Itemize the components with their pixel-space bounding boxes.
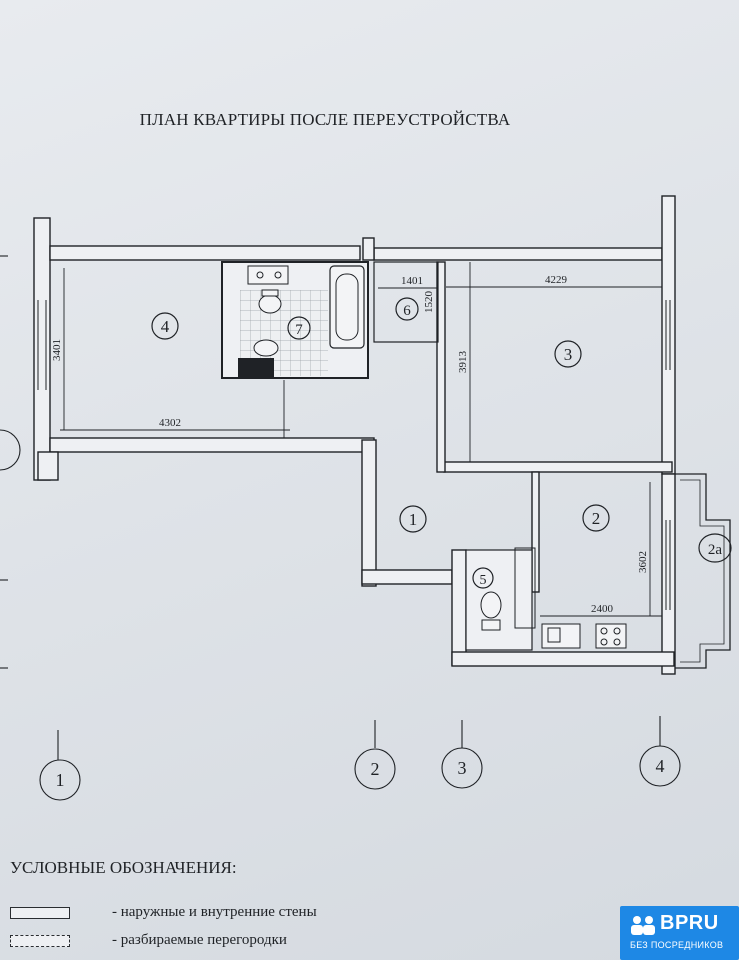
axis-3-label: 3	[458, 758, 467, 778]
badge-name: BPRU	[660, 912, 719, 934]
axis-markers	[0, 255, 681, 801]
balcony	[675, 473, 731, 669]
room-1-label: 1	[409, 510, 418, 529]
bathroom-7	[221, 261, 369, 379]
legend-swatch-walls	[10, 907, 70, 919]
wall-stub-bl	[37, 451, 59, 481]
wall-top-right	[373, 247, 663, 261]
dim-4229: 4229	[545, 274, 568, 286]
legend-text-walls: - наружные и внутренние стены	[112, 904, 317, 920]
badge-subtitle: БЕЗ ПОСРЕДНИКОВ	[630, 940, 724, 950]
legend-text-partitions: - разбираемые перегородки	[112, 932, 287, 948]
room-7-label: 7	[295, 322, 303, 338]
legend-title: УСЛОВНЫЕ ОБОЗНАЧЕНИЯ:	[10, 858, 237, 877]
dimension-lines	[60, 262, 662, 617]
wall-right	[661, 195, 676, 475]
wall-bottom-right	[451, 651, 675, 667]
legend-swatch-partitions	[10, 935, 70, 947]
watermark-badge: BPRU БЕЗ ПОСРЕДНИКОВ	[620, 906, 739, 960]
wall-corridor-left	[361, 439, 377, 587]
room-markers	[151, 297, 732, 589]
wall-corridor-bottom	[361, 569, 453, 585]
dim-3602: 3602	[637, 551, 649, 573]
bathroom-5	[465, 547, 536, 651]
dim-1401: 1401	[401, 275, 423, 287]
dim-3913: 3913	[457, 351, 469, 374]
wall-bottom-left	[49, 437, 375, 453]
room-4-label: 4	[161, 317, 170, 336]
walls	[33, 195, 676, 675]
plan-title: ПЛАН КВАРТИРЫ ПОСЛЕ ПЕРЕУСТРОЙСТВА	[139, 110, 511, 129]
wall-3-2	[443, 461, 673, 473]
wall-3-left	[436, 261, 446, 473]
room-2-label: 2	[592, 509, 601, 528]
axis-1-label: 1	[56, 770, 65, 790]
people-icon	[631, 916, 655, 935]
room-3-label: 3	[564, 345, 573, 364]
windows	[37, 300, 671, 610]
room-5-label: 5	[480, 573, 487, 588]
room-6-label: 6	[403, 303, 411, 319]
axis-4-label: 4	[656, 756, 665, 776]
wall-stub-top	[362, 237, 375, 261]
dim-2400: 2400	[591, 603, 614, 615]
kitchen-fixtures	[541, 623, 627, 649]
wall-left	[33, 217, 51, 481]
wall-right-lower	[661, 473, 676, 675]
wall-bath-left	[451, 549, 467, 666]
axis-2-label: 2	[371, 759, 380, 779]
dim-1520: 1520	[423, 291, 435, 314]
wall-top	[49, 245, 361, 261]
room-2a-label: 2а	[708, 542, 723, 558]
dim-3401: 3401	[51, 339, 63, 361]
dim-4302: 4302	[159, 417, 181, 429]
